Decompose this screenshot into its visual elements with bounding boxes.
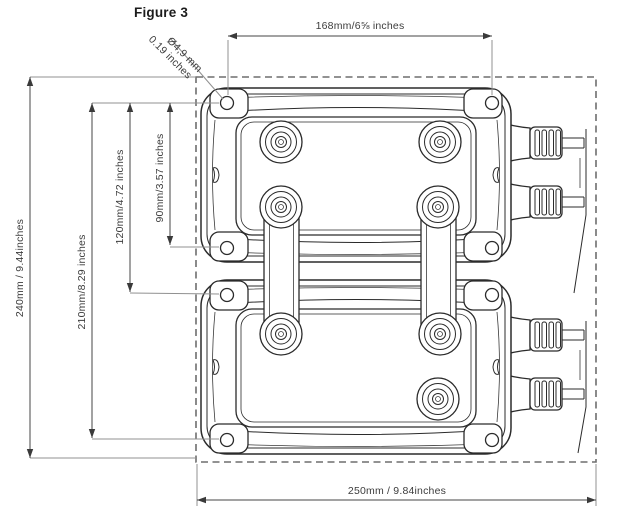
dimension-120: 120mm/4.72 inches	[114, 103, 134, 292]
mounting-area-dashed-outline	[195, 76, 597, 463]
dimension-label-210: 210mm/8.29 inches	[76, 234, 88, 329]
dimension-label-top-width: 168mm/6⅝ inches	[316, 20, 405, 32]
cable-bundle-lines	[573, 129, 587, 454]
figure-title: Figure 3	[134, 5, 188, 20]
dimension-top-width: 168mm/6⅝ inches	[228, 20, 492, 40]
dimension-bottom-width: 250mm / 9.84inches	[197, 485, 596, 504]
dimension-210: 210mm/8.29 inches	[76, 103, 96, 438]
hole-diameter-leader-line	[169, 37, 224, 100]
extension-lines	[30, 40, 597, 506]
connector	[418, 312, 462, 356]
dimension-overall-height: 240mm / 9.44inches	[14, 77, 34, 458]
connector	[259, 185, 303, 229]
dimension-90: 90mm/3.57 inches	[154, 103, 174, 245]
connector	[259, 312, 303, 356]
dimension-label-overall-height: 240mm / 9.44inches	[14, 219, 26, 317]
connector	[418, 120, 462, 164]
device-top	[200, 87, 512, 263]
dimension-label-90: 90mm/3.57 inches	[154, 134, 166, 223]
dimension-label-120: 120mm/4.72 inches	[114, 149, 126, 244]
dimension-hole-diameter: Ø4,9 mm 0.19 inches	[146, 34, 204, 82]
connector	[416, 185, 460, 229]
dimension-label-bottom-width: 250mm / 9.84inches	[348, 485, 446, 497]
device-bottom	[200, 279, 512, 455]
connector	[416, 377, 460, 421]
connector	[259, 120, 303, 164]
